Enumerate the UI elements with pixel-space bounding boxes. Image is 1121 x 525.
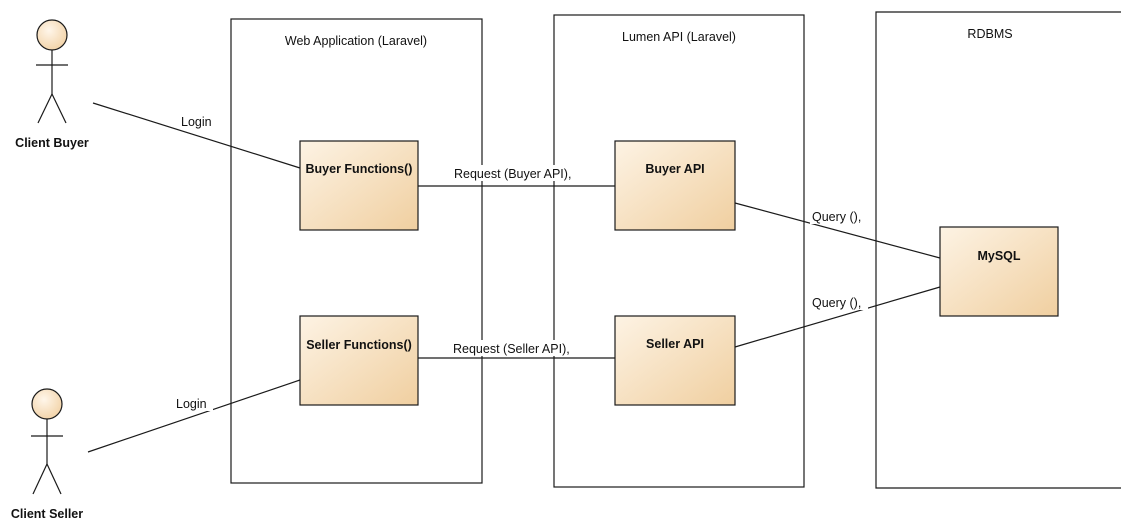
component-label: Seller Functions() xyxy=(306,338,412,352)
connector-label-buyer-query: Query (), xyxy=(810,208,868,224)
boundary-web-application: Web Application (Laravel) xyxy=(230,18,483,484)
component-buyer-api[interactable]: Buyer API xyxy=(614,140,736,231)
component-seller-api[interactable]: Seller API xyxy=(614,315,736,406)
line-buyer-login xyxy=(92,102,301,169)
boundary-label-web-application: Web Application (Laravel) xyxy=(285,34,427,48)
actor-icon xyxy=(31,388,63,495)
component-label: Buyer API xyxy=(645,162,704,176)
boundary-label-rdbms: RDBMS xyxy=(967,27,1012,41)
connector-label-buyer-login: Login xyxy=(178,113,216,129)
connector-label-buyer-request: Request (Buyer API), xyxy=(451,165,589,181)
actor-client-seller[interactable]: Client Seller xyxy=(11,388,83,521)
connector-text: Query (), xyxy=(812,296,861,310)
component-label: MySQL xyxy=(977,249,1020,263)
actor-label: Client Seller xyxy=(11,507,83,521)
connector-text: Login xyxy=(176,397,207,411)
connector-label-seller-request: Request (Seller API), xyxy=(451,340,591,356)
actor-client-buyer[interactable]: Client Buyer xyxy=(15,19,89,150)
boundary-label-lumen-api: Lumen API (Laravel) xyxy=(622,30,736,44)
connector-lines xyxy=(87,102,941,453)
connector-text: Request (Buyer API), xyxy=(454,167,571,181)
boundary-rdbms: RDBMS xyxy=(875,11,1121,489)
boundary-lumen-api: Lumen API (Laravel) xyxy=(553,14,805,488)
component-label: Seller API xyxy=(646,337,704,351)
line-buyer-query xyxy=(734,202,941,259)
connector-label-seller-query: Query (), xyxy=(810,294,868,310)
actor-icon xyxy=(36,19,68,124)
component-seller-functions[interactable]: Seller Functions() xyxy=(299,315,419,406)
line-seller-login xyxy=(87,379,301,453)
actor-label: Client Buyer xyxy=(15,136,89,150)
component-buyer-functions[interactable]: Buyer Functions() xyxy=(299,140,419,231)
component-mysql[interactable]: MySQL xyxy=(939,226,1059,317)
connector-text: Request (Seller API), xyxy=(453,342,570,356)
connector-text: Query (), xyxy=(812,210,861,224)
connector-label-seller-login: Login xyxy=(173,395,213,411)
component-label: Buyer Functions() xyxy=(306,162,413,176)
line-seller-query xyxy=(734,286,941,348)
connector-text: Login xyxy=(181,115,212,129)
